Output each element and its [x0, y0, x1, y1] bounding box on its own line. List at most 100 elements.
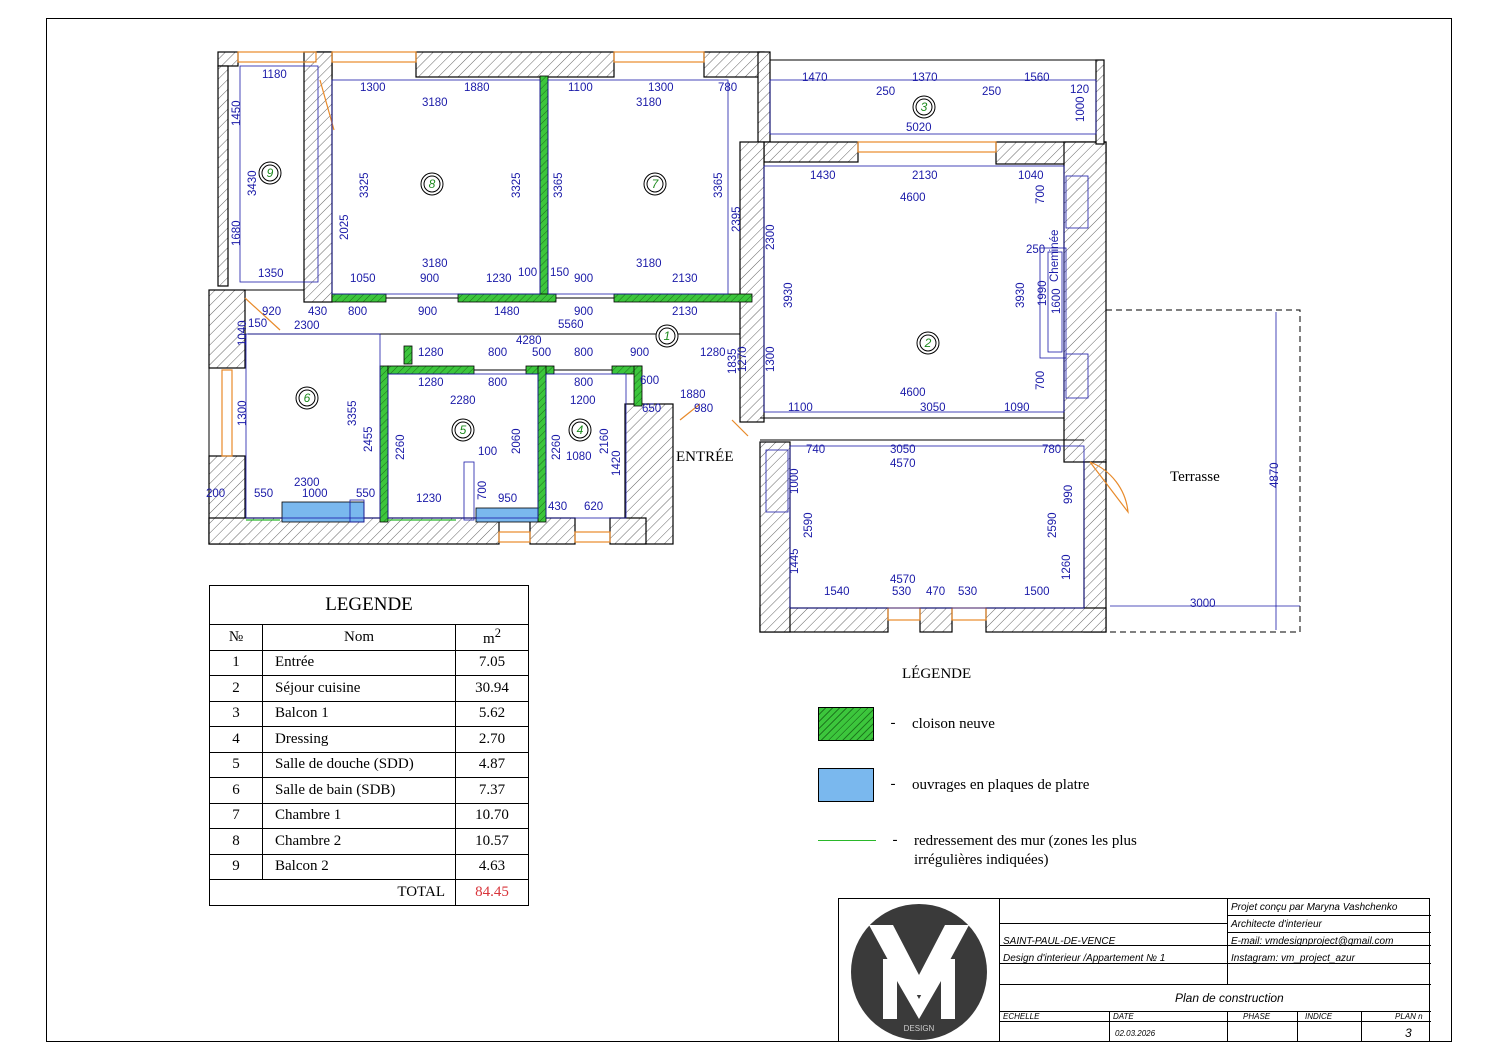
row-number: 8 — [209, 828, 263, 855]
dim-text: 2260 — [551, 434, 563, 460]
dim-text: 200 — [206, 488, 225, 500]
designer-instagram: Instagram: vm_project_azur — [1231, 953, 1355, 964]
dim-text: 2160 — [599, 428, 611, 454]
row-name: Chambre 1 — [262, 802, 456, 829]
dim-text: 1000 — [789, 468, 801, 494]
dim-text: 900 — [630, 347, 649, 359]
dim-text: 3930 — [783, 282, 795, 308]
dim-text: 1990 — [1037, 280, 1049, 306]
room-numbers: 9 8 7 3 2 1 6 5 4 — [267, 100, 932, 437]
dim-text: 1100 — [788, 402, 813, 414]
dim-text: 3180 — [422, 97, 448, 109]
dim-text: 100 — [518, 267, 537, 279]
dimension-lines — [239, 65, 1300, 630]
room-number-5: 5 — [460, 423, 467, 437]
dim-text: 800 — [488, 347, 507, 359]
new-partitions — [331, 75, 753, 523]
dim-text: 250 — [1026, 244, 1045, 256]
row-area: 7.05 — [455, 649, 529, 676]
dim-text: 1680 — [231, 220, 243, 246]
legend-text: cloison neuve — [912, 716, 995, 732]
dim-text: 1420 — [611, 450, 623, 476]
vm-logo: DESIGN — [851, 904, 987, 1040]
dim-text: 4280 — [516, 335, 542, 347]
sheet-title: Plan de construction — [1175, 991, 1284, 1005]
dim-text: 1100 — [568, 82, 593, 94]
dim-text: 150 — [248, 318, 267, 330]
dim-text: 2590 — [803, 512, 815, 538]
designer-name: Projet conçu par Maryna Vashchenko — [1231, 902, 1398, 913]
dim-text: 5020 — [906, 122, 932, 134]
dim-text: 5560 — [558, 319, 584, 331]
col-area-header: m2 — [455, 624, 529, 651]
dim-text: 4600 — [900, 192, 926, 204]
dim-text: 2590 — [1047, 512, 1059, 538]
project-name: Design d'interieur /Appartement № 1 — [1003, 953, 1166, 964]
dim-text: 3325 — [359, 172, 371, 198]
dim-text: 2280 — [450, 395, 476, 407]
dim-text: 3365 — [713, 172, 725, 198]
dim-text: 1200 — [570, 395, 596, 407]
dim-text: 1370 — [912, 72, 938, 84]
dim-text: 1230 — [486, 273, 512, 285]
row-area: 7.37 — [455, 777, 529, 804]
row-number: 4 — [209, 726, 263, 753]
room-number-9: 9 — [267, 166, 274, 180]
dim-text: 3180 — [636, 258, 662, 270]
row-area: 4.87 — [455, 751, 529, 778]
dim-text: 780 — [1042, 444, 1061, 456]
dim-text: 1280 — [418, 347, 444, 359]
dim-text: 600 — [640, 375, 659, 387]
dim-text: 530 — [892, 586, 911, 598]
legend-dash: - — [890, 715, 896, 731]
room-number-6: 6 — [304, 391, 311, 405]
row-number: 2 — [209, 675, 263, 702]
dim-text: 1600 — [1051, 288, 1063, 314]
dim-text: 1835 — [727, 348, 739, 374]
dim-text: 1445 — [789, 548, 801, 574]
dim-text: 150 — [550, 267, 569, 279]
dim-text: 700 — [477, 481, 489, 500]
terrasse-label: Terrasse — [1170, 469, 1220, 485]
legend-dash: - — [892, 832, 898, 848]
dim-text: 250 — [876, 86, 895, 98]
dim-text: 980 — [694, 403, 713, 415]
dim-text: 2455 — [363, 426, 375, 452]
logo-area: DESIGN — [839, 899, 1000, 1041]
dim-text: 1300 — [765, 346, 777, 372]
row-area: 5.62 — [455, 700, 529, 727]
dim-text: 1090 — [1004, 402, 1030, 414]
dim-text: 1040 — [237, 320, 249, 346]
dim-text: 1880 — [680, 389, 706, 401]
designer-email: E-mail: vmdesignproject@gmail.com — [1231, 936, 1394, 947]
plan-number-label: PLAN n — [1395, 1012, 1423, 1021]
row-area: 30.94 — [455, 675, 529, 702]
dim-text: 3180 — [422, 258, 448, 270]
area-unit-sup: 2 — [494, 626, 501, 641]
legend-title: LEGENDE — [209, 585, 529, 625]
dim-text: 1230 — [416, 493, 442, 505]
row-number: 9 — [209, 853, 263, 880]
dim-text: 2130 — [672, 306, 698, 318]
row-area: 10.70 — [455, 802, 529, 829]
dim-text: 1560 — [1024, 72, 1050, 84]
dim-text: 1300 — [237, 400, 249, 426]
green-line-swatch — [818, 840, 876, 841]
room-number-3: 3 — [921, 100, 928, 114]
dim-text: 430 — [548, 501, 567, 513]
dim-text: 1000 — [302, 488, 328, 500]
dim-text: 3365 — [553, 172, 565, 198]
dim-text: 3180 — [636, 97, 662, 109]
dim-text: 1280 — [418, 377, 444, 389]
dim-text: 530 — [958, 586, 977, 598]
dim-text: 500 — [532, 347, 551, 359]
row-number: 3 — [209, 700, 263, 727]
dim-text: 1180 — [262, 69, 287, 81]
designer-role: Architecte d'interieur — [1231, 919, 1322, 930]
